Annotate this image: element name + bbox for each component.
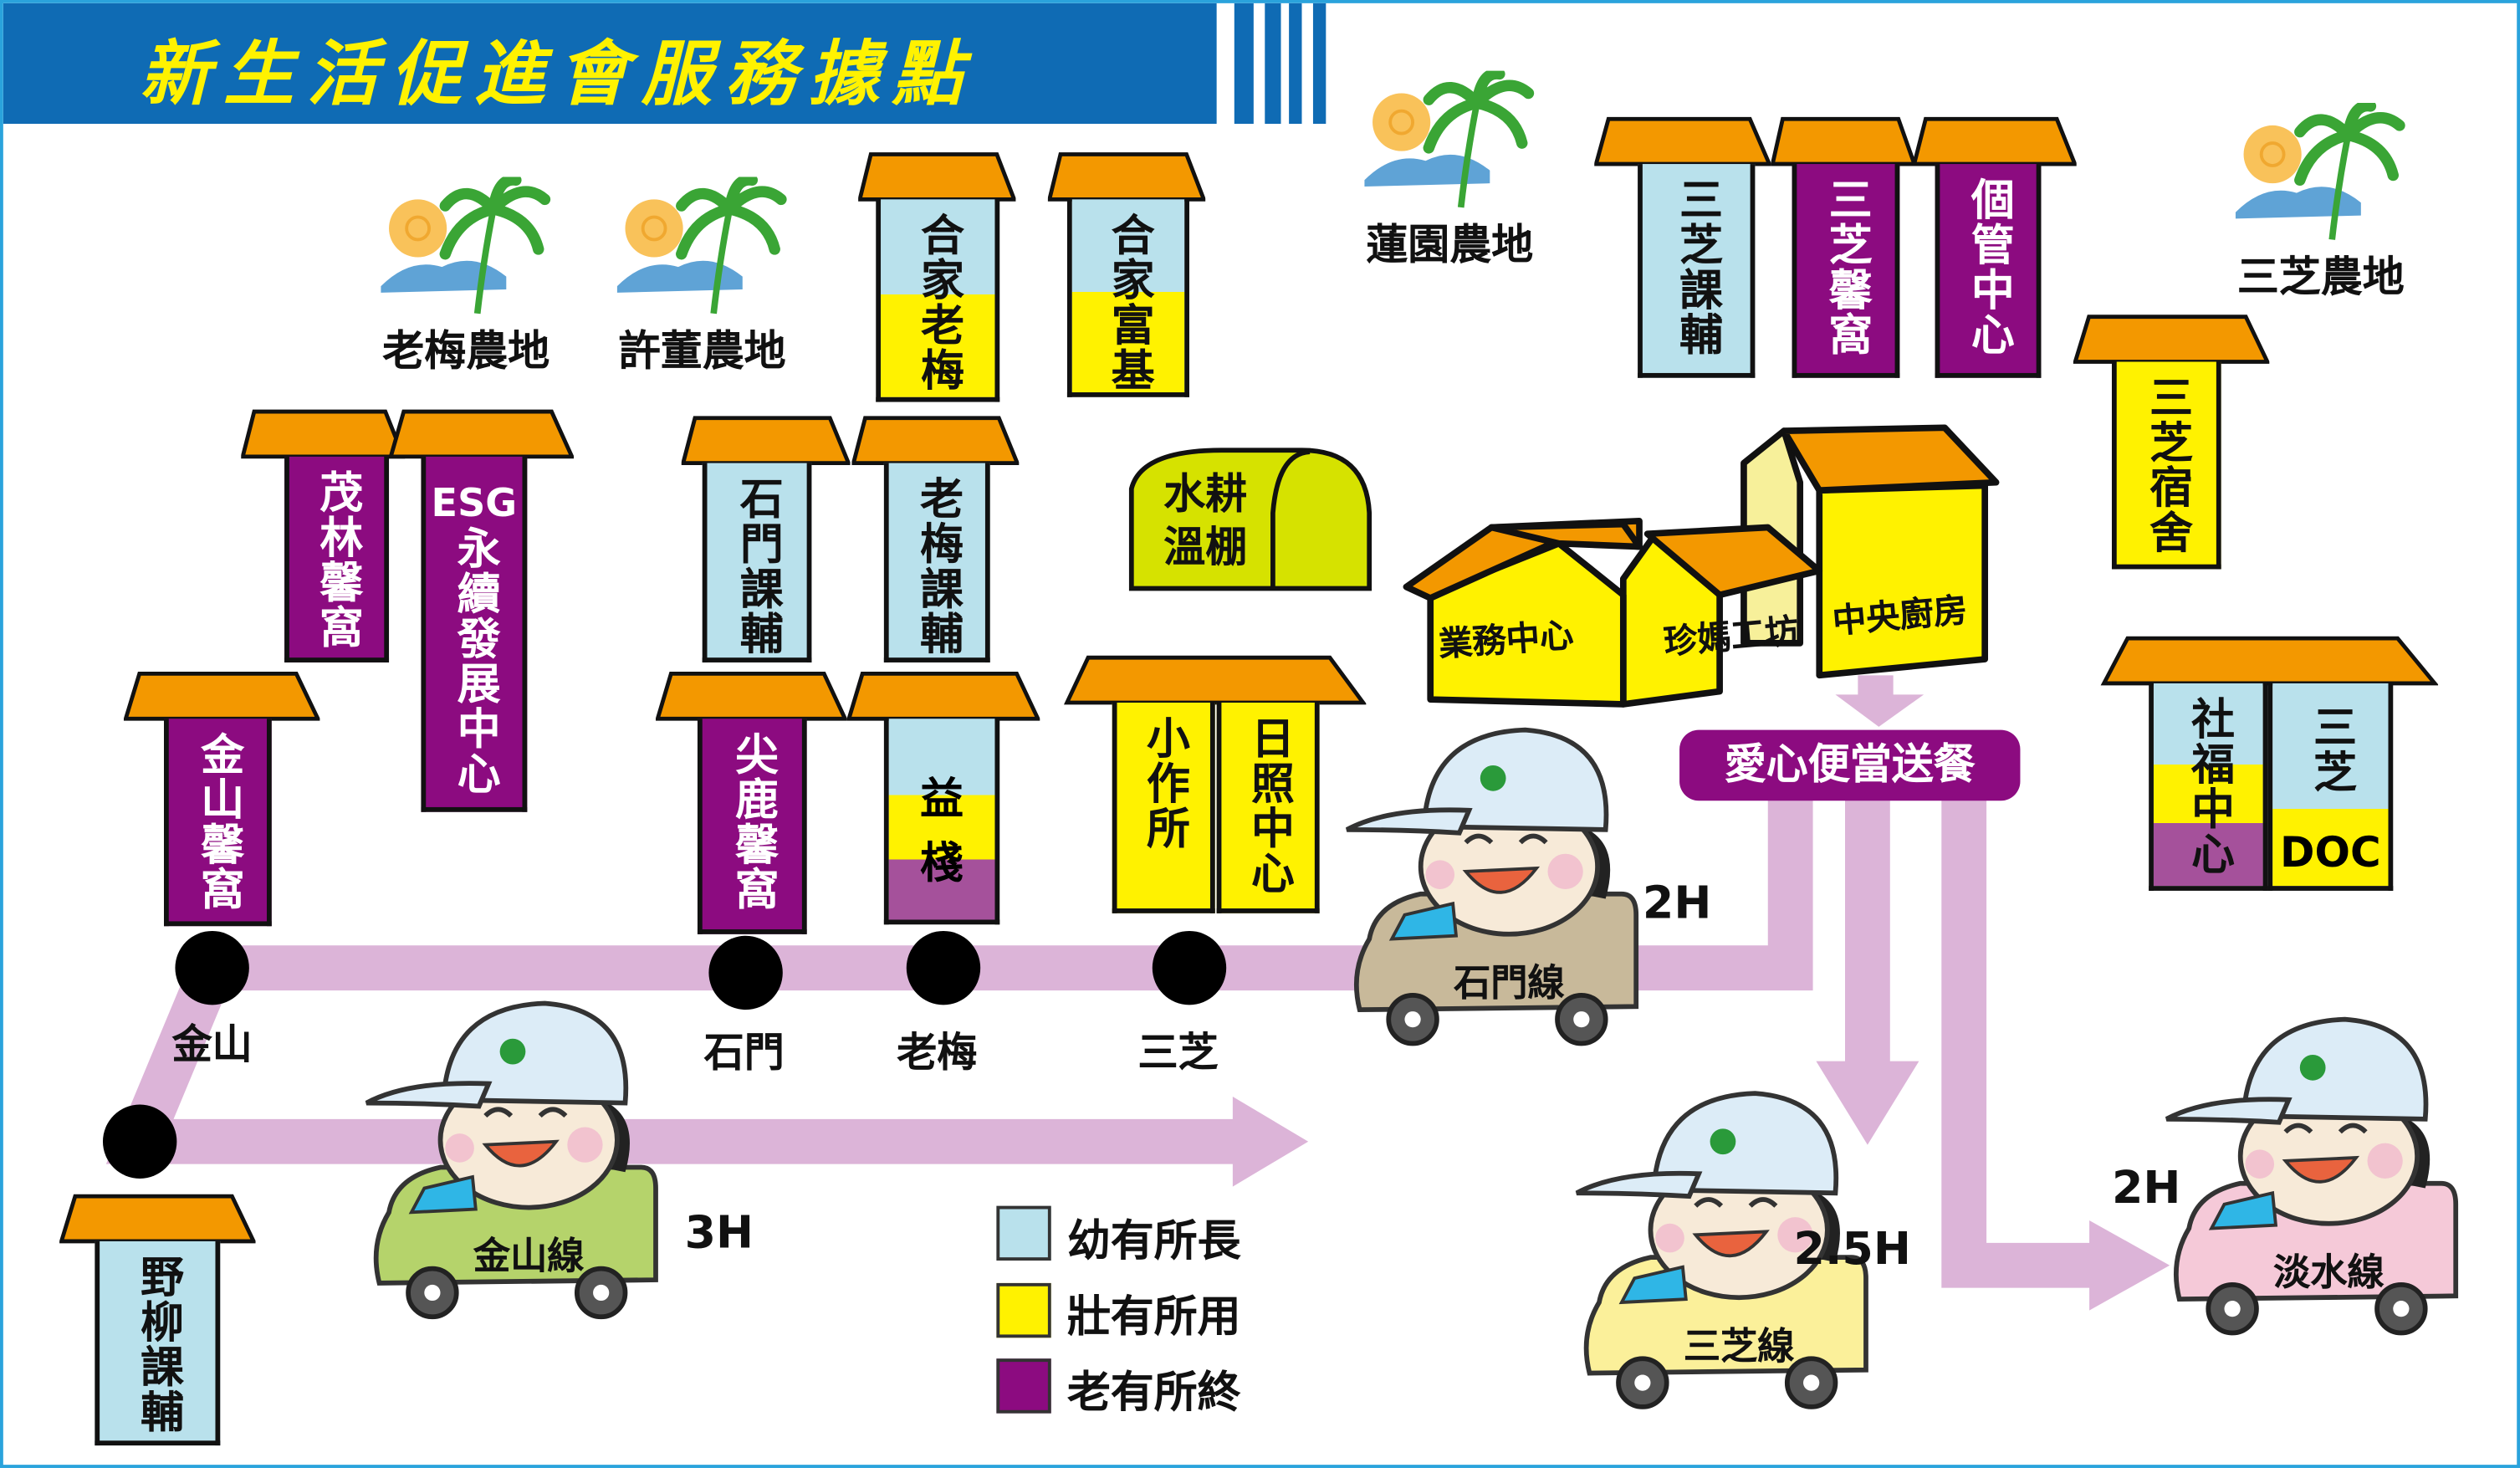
site-sanzhi-home: 三芝馨窩 [1771, 115, 1916, 382]
site-label: 老梅課輔 [912, 475, 963, 657]
route-name: 三芝線 [1683, 1326, 1795, 1368]
arrow-head [2089, 1220, 2170, 1311]
route-duration: 2H [2111, 1160, 2181, 1215]
site-label: ESG [431, 480, 518, 526]
site-jianlu-home: 尖鹿馨窩 [656, 671, 847, 938]
site-label: 益 [920, 775, 964, 826]
header-stripe [1289, 3, 1302, 125]
palm-sun-icon [606, 176, 799, 318]
legend-swatch-elderly [996, 1358, 1051, 1414]
site-shimen-tutor: 石門課輔 [682, 415, 851, 666]
legend-label: 壯有所用 [1066, 1292, 1241, 1343]
stop-dot-laomei [906, 930, 981, 1005]
legend-swatch-working [996, 1282, 1051, 1338]
site-label: 個管中心 [1963, 176, 2013, 357]
stop-label-shimen: 石門 [703, 1029, 785, 1076]
legend-swatch-growing [996, 1205, 1051, 1261]
route-name: 金山線 [473, 1236, 585, 1279]
legend-label: 幼有所長 [1066, 1217, 1241, 1267]
stop-dot-shimen [708, 935, 783, 1010]
header-banner [3, 3, 1217, 125]
farm-laomei: 老梅農地 [370, 176, 563, 377]
site-label: 棧 [920, 839, 964, 889]
farm-label: 蓮園農地 [1366, 222, 1534, 270]
site-label: 合家富基 [1103, 212, 1153, 393]
site-label: 茂林馨窩 [311, 469, 362, 650]
office-label: 業務中心 [1437, 616, 1575, 664]
site-sanzhi-tutor: 三芝課輔 [1594, 115, 1771, 382]
tamsui-route-line [1941, 799, 2093, 1288]
palm-sun-icon [370, 176, 563, 318]
site-label: 金山馨窩 [192, 731, 243, 912]
site-label: 石門課輔 [732, 475, 782, 657]
legend-label: 老有所終 [1066, 1368, 1241, 1419]
site-sanzhi-dorm: 三芝宿舍 [2073, 314, 2269, 574]
site-esg-center: ESG 永續發展中心 [389, 408, 574, 818]
site-yeliu-tutor: 野柳課輔 [59, 1193, 255, 1447]
farm-xudong: 許董農地 [606, 176, 799, 377]
site-hejia-laomei: 合家老梅 [858, 151, 1015, 406]
stop-dot-jinshan [175, 930, 249, 1005]
route-duration: 3H [684, 1205, 754, 1260]
car-sanzhi-route: 三芝線 [1570, 1077, 1875, 1423]
farm-label: 老梅農地 [382, 328, 550, 376]
site-label: 三芝馨窩 [1821, 176, 1871, 357]
car-tamsui-route: 淡水線 [2160, 1003, 2466, 1348]
site-label: 野柳課輔 [132, 1254, 183, 1435]
route-duration: 2.5H [1793, 1221, 1911, 1276]
route-name: 淡水線 [2273, 1252, 2385, 1295]
greenhouse-label: 水耕 [1163, 471, 1248, 519]
farm-sanzhi: 三芝農地 [2224, 103, 2417, 304]
arrow-head [1816, 1061, 1919, 1145]
farm-lianyuan: 蓮園農地 [1353, 70, 1546, 272]
jinshan-route-line [105, 959, 1241, 1164]
site-workshop-daycare: 小作所 日照中心 [1064, 654, 1366, 919]
route-name: 石門線 [1454, 963, 1565, 1005]
page-title: 新生活促進會服務據點 [140, 33, 976, 116]
stop-label-laomei: 老梅 [897, 1029, 978, 1076]
arrow-head [1835, 694, 1925, 727]
stop-label-jinshan: 金山 [171, 1020, 253, 1068]
arrow-head [1232, 1096, 1309, 1187]
site-label: 三芝 [2305, 703, 2356, 795]
site-label: 合家老梅 [912, 212, 964, 393]
farm-label: 許董農地 [618, 328, 786, 376]
site-label: 尖鹿馨窩 [727, 731, 778, 912]
header-stripe [1234, 3, 1254, 125]
stop-label-sanzhi: 三芝 [1137, 1029, 1219, 1076]
greenhouse-icon [1128, 448, 1372, 591]
site-label: 三芝宿舍 [2141, 374, 2192, 555]
site-label: 小作所 [1138, 715, 1189, 851]
stop-dot-sanzhi [1152, 930, 1227, 1005]
palm-sun-icon [1353, 70, 1546, 212]
site-label: 日照中心 [1243, 715, 1293, 896]
header-stripe [1312, 3, 1326, 125]
site-label: 社福中心 [2183, 696, 2234, 877]
site-label: 三芝課輔 [1671, 176, 1722, 357]
farm-label: 三芝農地 [2236, 253, 2405, 303]
car-jinshan-route: 金山線 [360, 987, 665, 1332]
site-label: 永續發展中心 [449, 525, 499, 796]
stop-dot-yeliu [102, 1104, 177, 1179]
car-shimen-route: 石門線 [1341, 714, 1646, 1059]
site-label: DOC [2279, 829, 2381, 878]
route-duration: 2H [1642, 876, 1712, 930]
palm-sun-icon [2224, 103, 2417, 244]
main-complex-buildings [1403, 424, 2000, 708]
greenhouse-label: 溫棚 [1163, 524, 1248, 573]
site-jinshan-home: 金山馨窩 [124, 671, 319, 929]
site-yizhan: 益 棧 [847, 671, 1040, 928]
site-laomei-tutor: 老梅課輔 [851, 415, 1019, 666]
header-stripe [1265, 3, 1281, 125]
site-social-center-doc: 社福中心 三芝 DOC [2101, 635, 2439, 895]
site-case-center: 個管中心 [1913, 115, 2077, 382]
meal-delivery-badge: 愛心便當送餐 [1679, 729, 2021, 801]
site-hejia-fuji: 合家富基 [1048, 151, 1205, 406]
site-maolin-home: 茂林馨窩 [241, 408, 405, 666]
